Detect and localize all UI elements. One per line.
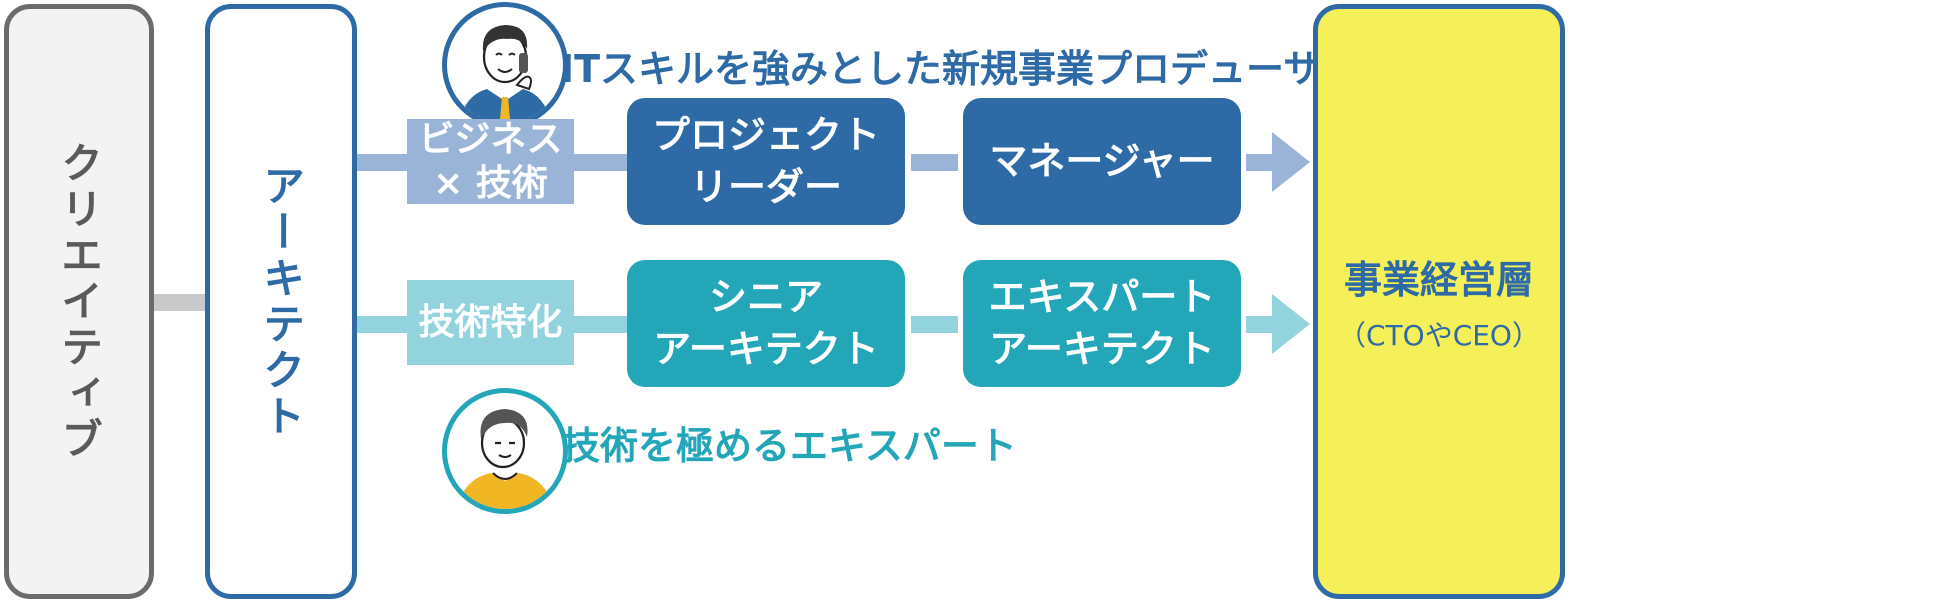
- senior-architect-line2: アーキテクト: [653, 326, 879, 371]
- tech-arrow-icon: [1272, 294, 1310, 354]
- businessman-phone-icon: [459, 25, 551, 123]
- goal-box: 事業経営層 （CTOやCEO）: [1313, 4, 1565, 599]
- tech-line-c: [911, 316, 958, 333]
- business-category-line2: × 技術: [433, 162, 548, 204]
- senior-architect-box: シニア アーキテクト: [627, 260, 905, 387]
- business-line-d: [1246, 154, 1276, 171]
- manager-box: マネージャー: [963, 98, 1241, 225]
- business-line-b: [574, 154, 627, 171]
- business-line-a: [357, 154, 407, 171]
- tech-category-label: 技術特化: [407, 280, 574, 365]
- expert-architect-line1: エキスパート: [988, 275, 1216, 320]
- tech-avatar: [442, 388, 568, 514]
- creative-label: クリエイティブ: [54, 140, 104, 463]
- architect-label: アーキテクト: [256, 163, 306, 440]
- senior-architect-line1: シニア: [708, 275, 823, 320]
- expert-architect-box: エキスパート アーキテクト: [963, 260, 1241, 387]
- project-leader-line2: リーダー: [689, 164, 842, 209]
- business-avatar: [442, 2, 568, 128]
- project-leader-box: プロジェクト リーダー: [627, 98, 905, 225]
- tech-category-line1: 技術特化: [418, 301, 563, 343]
- tech-path-title: 技術を極めるエキスパート: [562, 424, 1017, 468]
- business-category-line1: ビジネス: [418, 119, 563, 161]
- expert-architect-line2: アーキテクト: [989, 326, 1215, 371]
- goal-title: 事業経営層: [1343, 258, 1534, 302]
- business-path-title: ITスキルを強みとした新規事業プロデューサ: [560, 47, 1322, 91]
- engineer-icon: [457, 409, 553, 509]
- goal-subtitle: （CTOやCEO）: [1338, 319, 1540, 352]
- tech-line-a: [357, 316, 407, 333]
- manager-label: マネージャー: [989, 138, 1215, 183]
- business-category-label: ビジネス × 技術: [407, 119, 574, 204]
- architect-box: アーキテクト: [205, 4, 357, 599]
- business-line-c: [911, 154, 958, 171]
- creative-box: クリエイティブ: [4, 4, 154, 599]
- project-leader-line1: プロジェクト: [651, 113, 880, 158]
- tech-line-d: [1246, 316, 1276, 333]
- business-arrow-icon: [1272, 132, 1310, 192]
- tech-line-b: [574, 316, 627, 333]
- creative-architect-connector: [154, 294, 206, 311]
